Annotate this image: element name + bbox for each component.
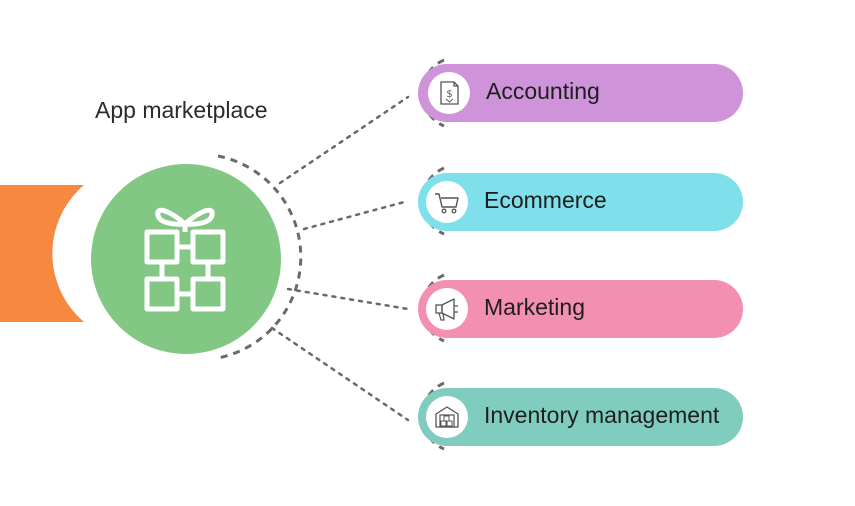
connector-marketing	[286, 287, 410, 311]
gift-icon	[144, 207, 226, 312]
megaphone-icon-circle	[426, 288, 468, 330]
app-item-label: Accounting	[486, 78, 600, 104]
hub-circle	[91, 164, 281, 354]
app-item-accounting[interactable]: $ Accounting	[418, 64, 743, 122]
app-item-ecommerce[interactable]: Ecommerce	[418, 173, 743, 231]
warehouse-icon	[435, 406, 459, 428]
app-item-label: Inventory management	[484, 402, 720, 428]
svg-text:$: $	[446, 89, 452, 100]
dollar-document-icon: $	[440, 81, 459, 105]
warehouse-icon-circle	[426, 396, 468, 438]
app-item-label: Ecommerce	[484, 187, 607, 213]
dollar-document-icon-circle: $	[428, 72, 470, 114]
connector-accounting	[278, 95, 410, 185]
connector-ecommerce	[302, 199, 410, 231]
app-item-inventory-management[interactable]: Inventory management	[418, 388, 743, 446]
app-item-marketing[interactable]: Marketing	[418, 280, 743, 338]
diagram-title: App marketplace	[95, 97, 268, 123]
connector-inventory	[270, 326, 410, 422]
hub-dashed-arc	[217, 154, 303, 360]
megaphone-icon	[435, 298, 458, 321]
shopping-cart-icon	[435, 193, 459, 214]
shopping-cart-icon-circle	[426, 181, 468, 223]
app-item-label: Marketing	[484, 294, 585, 320]
side-tab	[0, 185, 84, 322]
